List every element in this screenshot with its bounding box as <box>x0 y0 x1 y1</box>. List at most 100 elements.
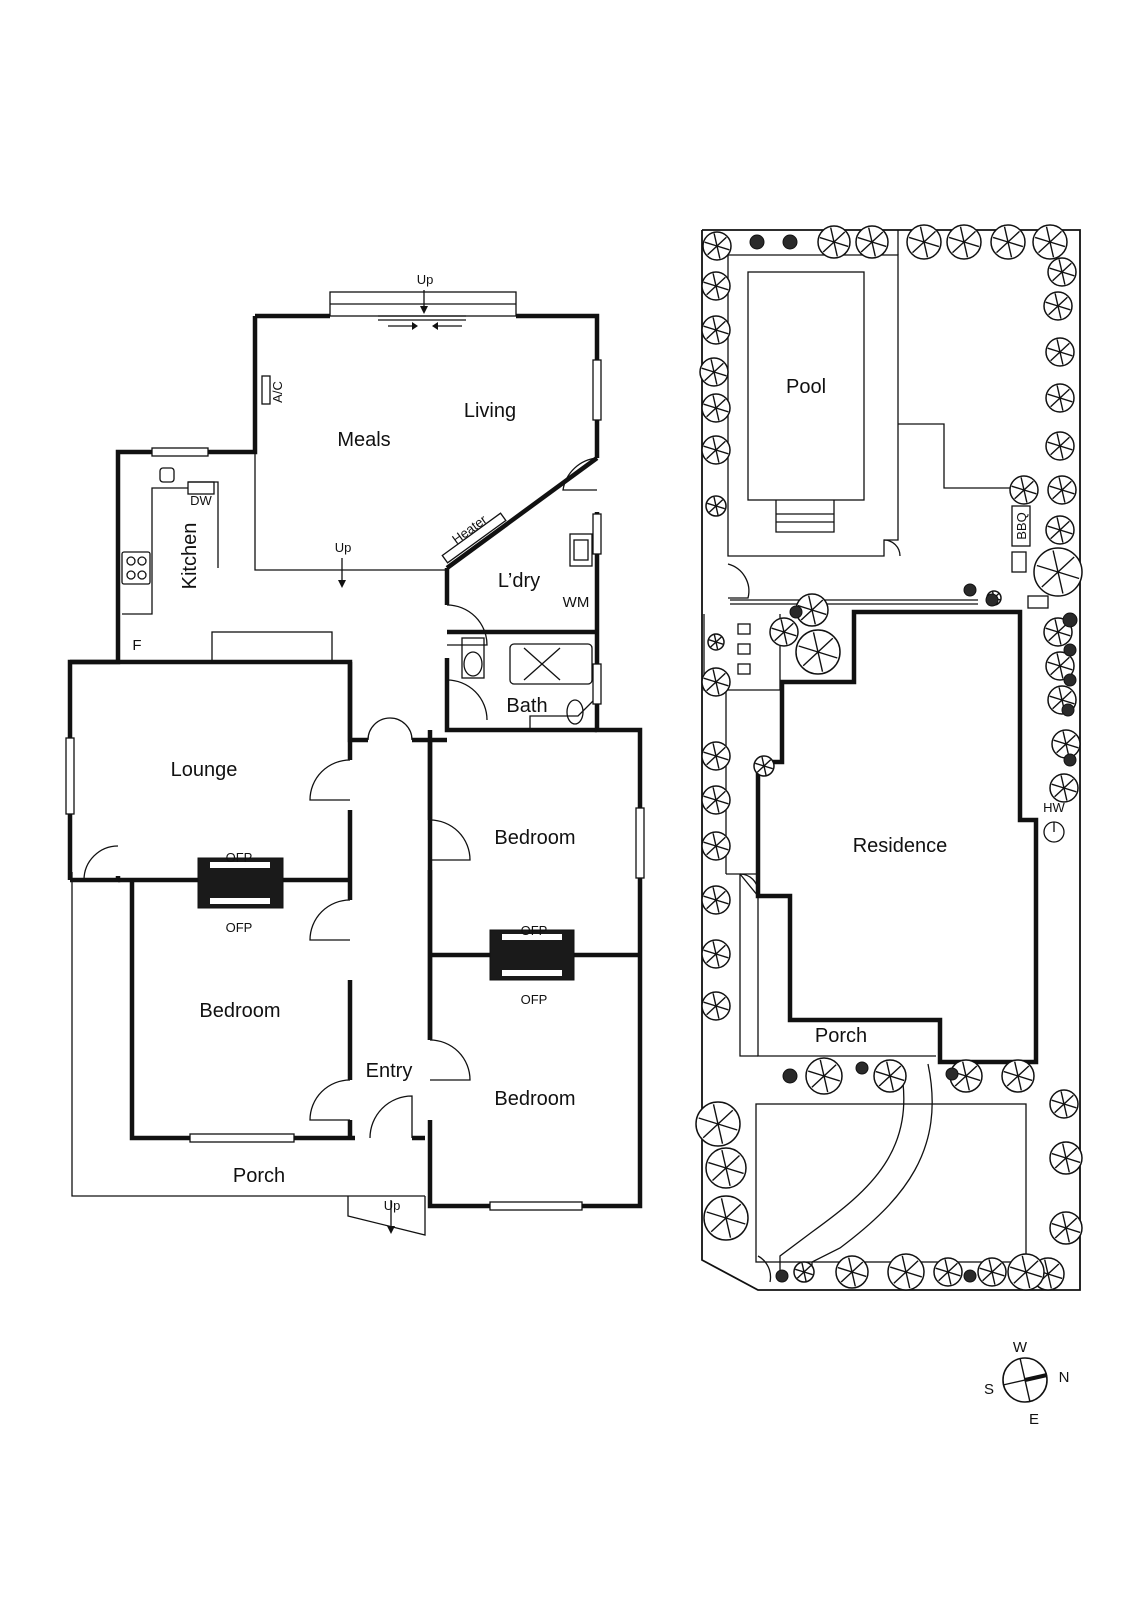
tree-icon <box>701 435 731 465</box>
meals-divider <box>254 452 447 571</box>
label-ofp-bedroom-bottom: OFP <box>521 992 548 1007</box>
room-label-porch: Porch <box>233 1165 285 1187</box>
kitchen-bench <box>122 487 188 615</box>
room-label-kitchen: Kitchen <box>179 523 201 590</box>
tree-icon <box>835 1255 869 1289</box>
kitchen-hood <box>211 631 333 663</box>
tree-icon <box>695 1101 741 1147</box>
site-label-bbq: BBQ <box>1014 512 1029 539</box>
shrub-icon <box>789 605 803 619</box>
label-ofp-bedroom-top: OFP <box>521 923 548 938</box>
tree-icon <box>701 667 731 697</box>
tree-icon <box>1032 224 1068 260</box>
side-path <box>739 873 936 1057</box>
label-ofp-lounge-top: OFP <box>226 850 253 865</box>
doors <box>83 457 598 1139</box>
tree-icon <box>795 629 841 675</box>
shrub-icon <box>963 1269 977 1283</box>
shrub-icon <box>985 593 999 607</box>
washing-machine <box>569 533 593 567</box>
heater-unit <box>441 512 507 564</box>
compass-w: W <box>1013 1339 1028 1356</box>
residence-outline <box>755 609 1039 1065</box>
label-wm: WM <box>563 594 590 611</box>
site-label-hw: HW <box>1043 800 1065 815</box>
compass-n: N <box>1059 1369 1070 1386</box>
pool <box>747 271 865 501</box>
vanity <box>529 699 595 730</box>
label-ofp-lounge-bottom: OFP <box>226 920 253 935</box>
room-label-meals: Meals <box>337 429 390 451</box>
room-label-bedroom-right-bottom: Bedroom <box>494 1088 575 1110</box>
tree-icon <box>701 315 731 345</box>
room-label-bath: Bath <box>506 695 547 717</box>
shrub-icon <box>1063 673 1077 687</box>
tree-icon <box>817 225 851 259</box>
tree-icon <box>1033 547 1083 597</box>
toilet <box>461 637 485 679</box>
tree-icon <box>1045 383 1075 413</box>
tree-icon <box>805 1057 843 1095</box>
tree-icon <box>990 224 1026 260</box>
tree-icon <box>701 741 731 771</box>
compass-s: S <box>984 1381 994 1398</box>
label-ac: A/C <box>270 381 285 403</box>
tree-icon <box>699 357 729 387</box>
tree-icon <box>703 1195 749 1241</box>
tree-icon <box>977 1257 1007 1287</box>
tree-icon <box>855 225 889 259</box>
pool-fence <box>727 254 899 557</box>
bbq-area <box>898 423 1010 489</box>
tree-icon <box>769 617 799 647</box>
tree-icon <box>702 231 732 261</box>
tree-icon <box>701 939 731 969</box>
cooktop <box>121 551 151 585</box>
shrub-icon <box>945 1067 959 1081</box>
tree-icon <box>1045 337 1075 367</box>
tree-icon <box>753 755 775 777</box>
tree-icon <box>1045 651 1075 681</box>
tree-icon <box>793 1261 815 1283</box>
room-label-bedroom-left: Bedroom <box>199 1000 280 1022</box>
fireplace-lounge <box>197 857 284 909</box>
sink <box>159 467 175 483</box>
front-path-inner <box>811 1063 933 1276</box>
tree-icon <box>701 885 731 915</box>
site-label-pool: Pool <box>786 376 826 398</box>
tree-icon <box>705 1147 747 1189</box>
tree-icon <box>1043 291 1073 321</box>
room-label-bedroom-right-top: Bedroom <box>494 827 575 849</box>
shrub-icon <box>1063 643 1077 657</box>
site-label-residence: Residence <box>853 835 948 857</box>
ac-unit <box>261 375 271 405</box>
tree-icon <box>705 495 727 517</box>
bedroom-bottom-window <box>489 1201 583 1211</box>
tree-icon <box>949 1059 983 1093</box>
room-label-living: Living <box>464 400 516 422</box>
label-dw: DW <box>190 493 212 508</box>
tree-icon <box>1049 1089 1079 1119</box>
compass-e: E <box>1029 1411 1039 1428</box>
tree-icon <box>1049 1211 1083 1245</box>
tree-icon <box>1047 475 1077 505</box>
site-plan: Pool Residence Porch BBQ HW <box>695 224 1083 1291</box>
room-label-lounge: Lounge <box>171 759 238 781</box>
floor-plan: Meals Living Kitchen L’dry Bath Lounge B… <box>65 272 645 1236</box>
label-up-top: Up <box>417 272 434 287</box>
tree-icon <box>1001 1059 1035 1093</box>
room-label-entry: Entry <box>366 1060 413 1082</box>
porch-outline <box>71 872 425 1197</box>
label-up-kitchen: Up <box>335 540 352 555</box>
lounge-window <box>65 737 75 815</box>
trees <box>695 224 1083 1291</box>
site-label-porch: Porch <box>815 1025 867 1047</box>
tree-icon <box>1045 515 1075 545</box>
label-up-porch: Up <box>384 1198 401 1213</box>
shrub-icon <box>1062 612 1078 628</box>
front-lawn <box>755 1103 1027 1263</box>
garden-bed <box>703 614 781 691</box>
tree-icon <box>946 224 982 260</box>
tree-icon <box>873 1059 907 1093</box>
shrub-icon <box>1063 753 1077 767</box>
